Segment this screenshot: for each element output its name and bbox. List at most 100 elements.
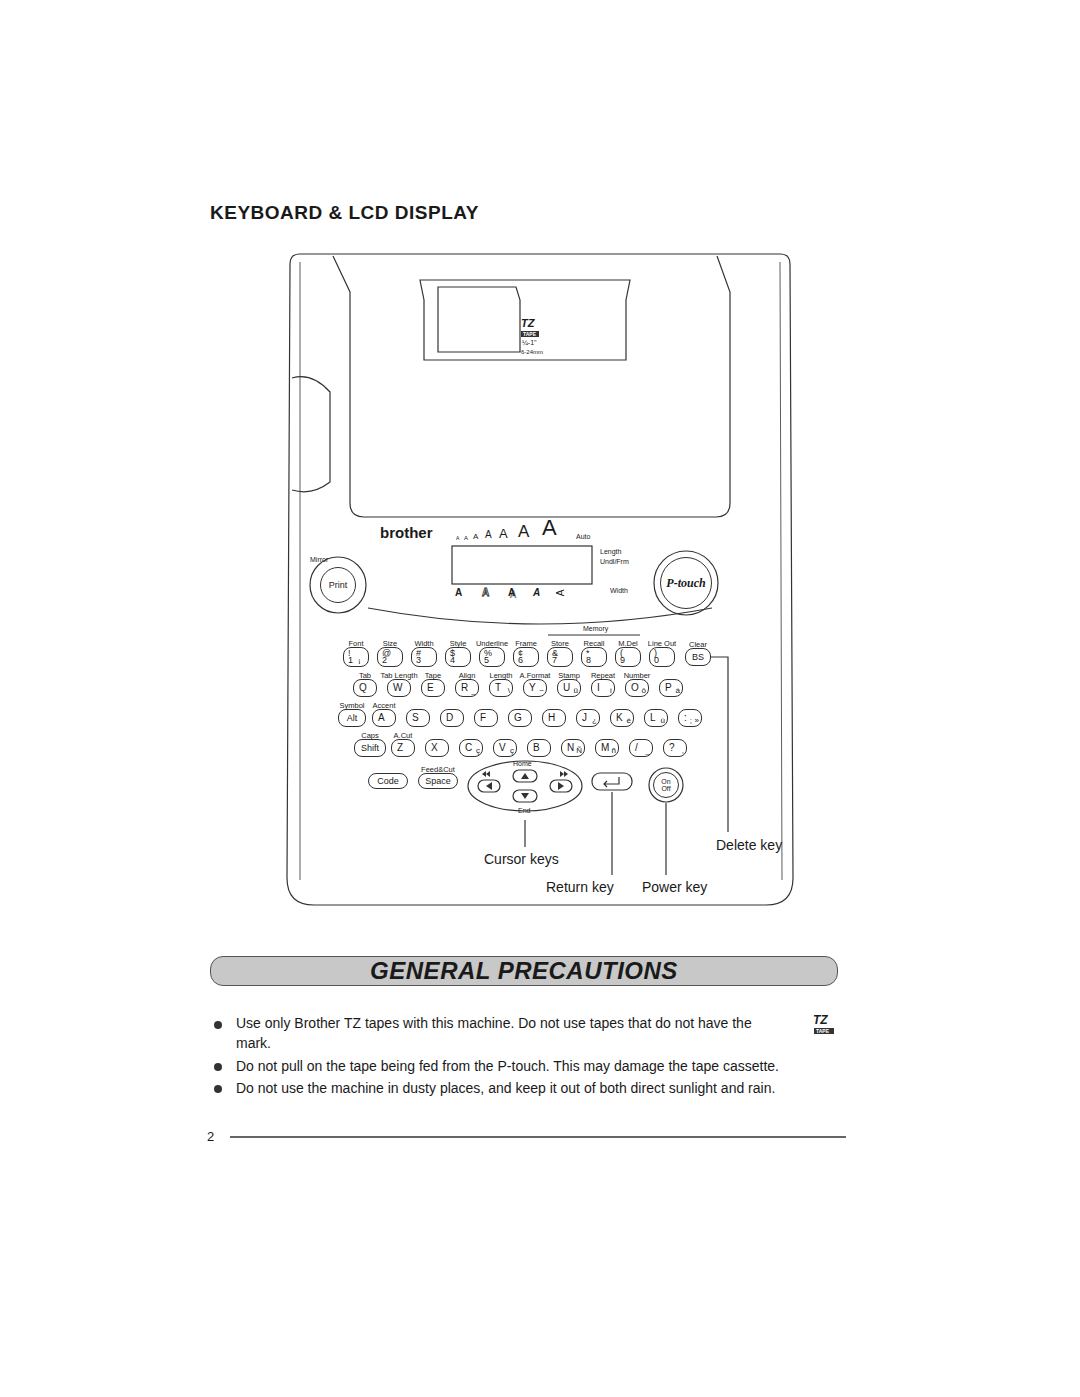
key-letter: X	[431, 743, 438, 753]
key-accent: é	[627, 717, 631, 725]
key-content: Code	[369, 774, 407, 788]
key-letter: E	[427, 683, 434, 693]
key-function: Mirror	[310, 556, 328, 563]
leader-line	[524, 820, 525, 847]
function-label: Tape	[425, 672, 441, 680]
key-letter: D	[446, 713, 453, 723]
key-label: P-touch	[666, 577, 705, 589]
section-heading: KEYBOARD & LCD DISPLAY	[210, 203, 479, 222]
key-label: Off	[661, 785, 670, 792]
key-label: Space	[425, 777, 451, 786]
callout-label: Return key	[546, 880, 614, 894]
page-rule	[230, 1136, 846, 1138]
callout-label: Cursor keys	[484, 852, 559, 866]
key-letter: Q	[359, 683, 367, 693]
key: Ké	[610, 709, 634, 727]
lcd-indicator: Width	[610, 587, 628, 594]
key: ?,	[663, 739, 687, 757]
key: G	[508, 709, 532, 727]
key-letter: C	[465, 743, 472, 753]
key-char: 8	[586, 656, 591, 665]
return-symbol	[604, 777, 619, 787]
tape-logo-band	[521, 331, 539, 337]
key-accent: ü	[574, 687, 578, 695]
key-letter: W	[393, 683, 402, 693]
key-accent: á	[676, 687, 680, 695]
tape-logo: TAPE	[523, 332, 536, 337]
key: H	[542, 709, 566, 727]
key: Font!1¡	[343, 647, 369, 667]
heading-band: GENERAL PRECAUTIONS	[210, 956, 838, 986]
precaution-text: Do not pull on the tape being fed from t…	[236, 1059, 779, 1073]
bullet	[214, 1063, 222, 1071]
key: F	[474, 709, 498, 727]
key-letter: /	[635, 743, 638, 753]
key-letter: U	[563, 683, 570, 693]
brand-logo: brother	[380, 525, 433, 540]
round-key: P-touch	[660, 557, 712, 609]
key: Code	[368, 773, 408, 789]
tape-logo-band	[814, 1028, 834, 1034]
key: NÑ	[561, 739, 585, 757]
key-letter: ?	[669, 743, 675, 753]
size-glyph: A	[473, 533, 478, 541]
function-label: Recall	[584, 640, 605, 648]
round-key: OnOff	[653, 772, 679, 798]
key-content: BS	[686, 649, 710, 665]
function-label: Tab	[359, 672, 371, 680]
key-accent: _	[472, 687, 476, 695]
leader-line	[611, 792, 612, 875]
function-label: Frame	[515, 640, 537, 648]
key-accent: ç	[510, 747, 514, 755]
function-label: Feed&Cut	[421, 766, 455, 774]
key: NumberOô	[625, 679, 649, 697]
function-label: Underline	[476, 640, 508, 648]
key-letter: B	[533, 743, 540, 753]
key: X	[425, 739, 449, 757]
key: B	[527, 739, 551, 757]
key: Cç	[459, 739, 483, 757]
key-content: Print	[321, 568, 355, 602]
function-label: M.Del	[618, 640, 638, 648]
function-label: Length	[490, 672, 513, 680]
key: A.FormatY~	[523, 679, 547, 697]
key-accent: Ñ	[576, 747, 582, 755]
tape-logo: TZ	[521, 318, 534, 329]
key: S	[406, 709, 430, 727]
callout-label: Delete key	[716, 838, 782, 852]
key: TabQ	[353, 679, 377, 697]
function-label: Accent	[373, 702, 396, 710]
function-label: A.Cut	[394, 732, 413, 740]
key: Size@2	[377, 647, 403, 667]
tape-width: ¼-1"	[522, 339, 537, 346]
function-label: Repeat	[591, 672, 615, 680]
callout-label: Power key	[642, 880, 707, 894]
key-letter: V	[499, 743, 506, 753]
lcd-indicator: Auto	[576, 533, 590, 540]
function-label: Font	[348, 640, 363, 648]
body-edge	[300, 262, 782, 880]
key-content: Alt	[339, 710, 365, 726]
key-letter: J	[582, 713, 587, 723]
key-char: 7	[552, 656, 557, 665]
key-letter: N	[567, 743, 574, 753]
key-content: OnOff	[654, 773, 678, 797]
key-letter: K	[616, 713, 623, 723]
function-label: Size	[383, 640, 398, 648]
key-label: Alt	[347, 714, 358, 723]
function-label: Number	[624, 672, 651, 680]
key-letter: Y	[529, 683, 536, 693]
key-accent: ô	[642, 687, 646, 695]
function-label: Caps	[361, 732, 379, 740]
band-title: GENERAL PRECAUTIONS	[370, 959, 678, 983]
key-letter: F	[480, 713, 486, 723]
tape-logo: TAPE	[816, 1029, 829, 1034]
lcd-indicator: Undl/Frm	[600, 558, 629, 565]
key: Style$4	[445, 647, 471, 667]
key-letter: R	[461, 683, 468, 693]
function-label: Line Out	[648, 640, 676, 648]
function-label: Store	[551, 640, 569, 648]
function-label: Style	[450, 640, 467, 648]
key-char: 1	[348, 656, 353, 665]
